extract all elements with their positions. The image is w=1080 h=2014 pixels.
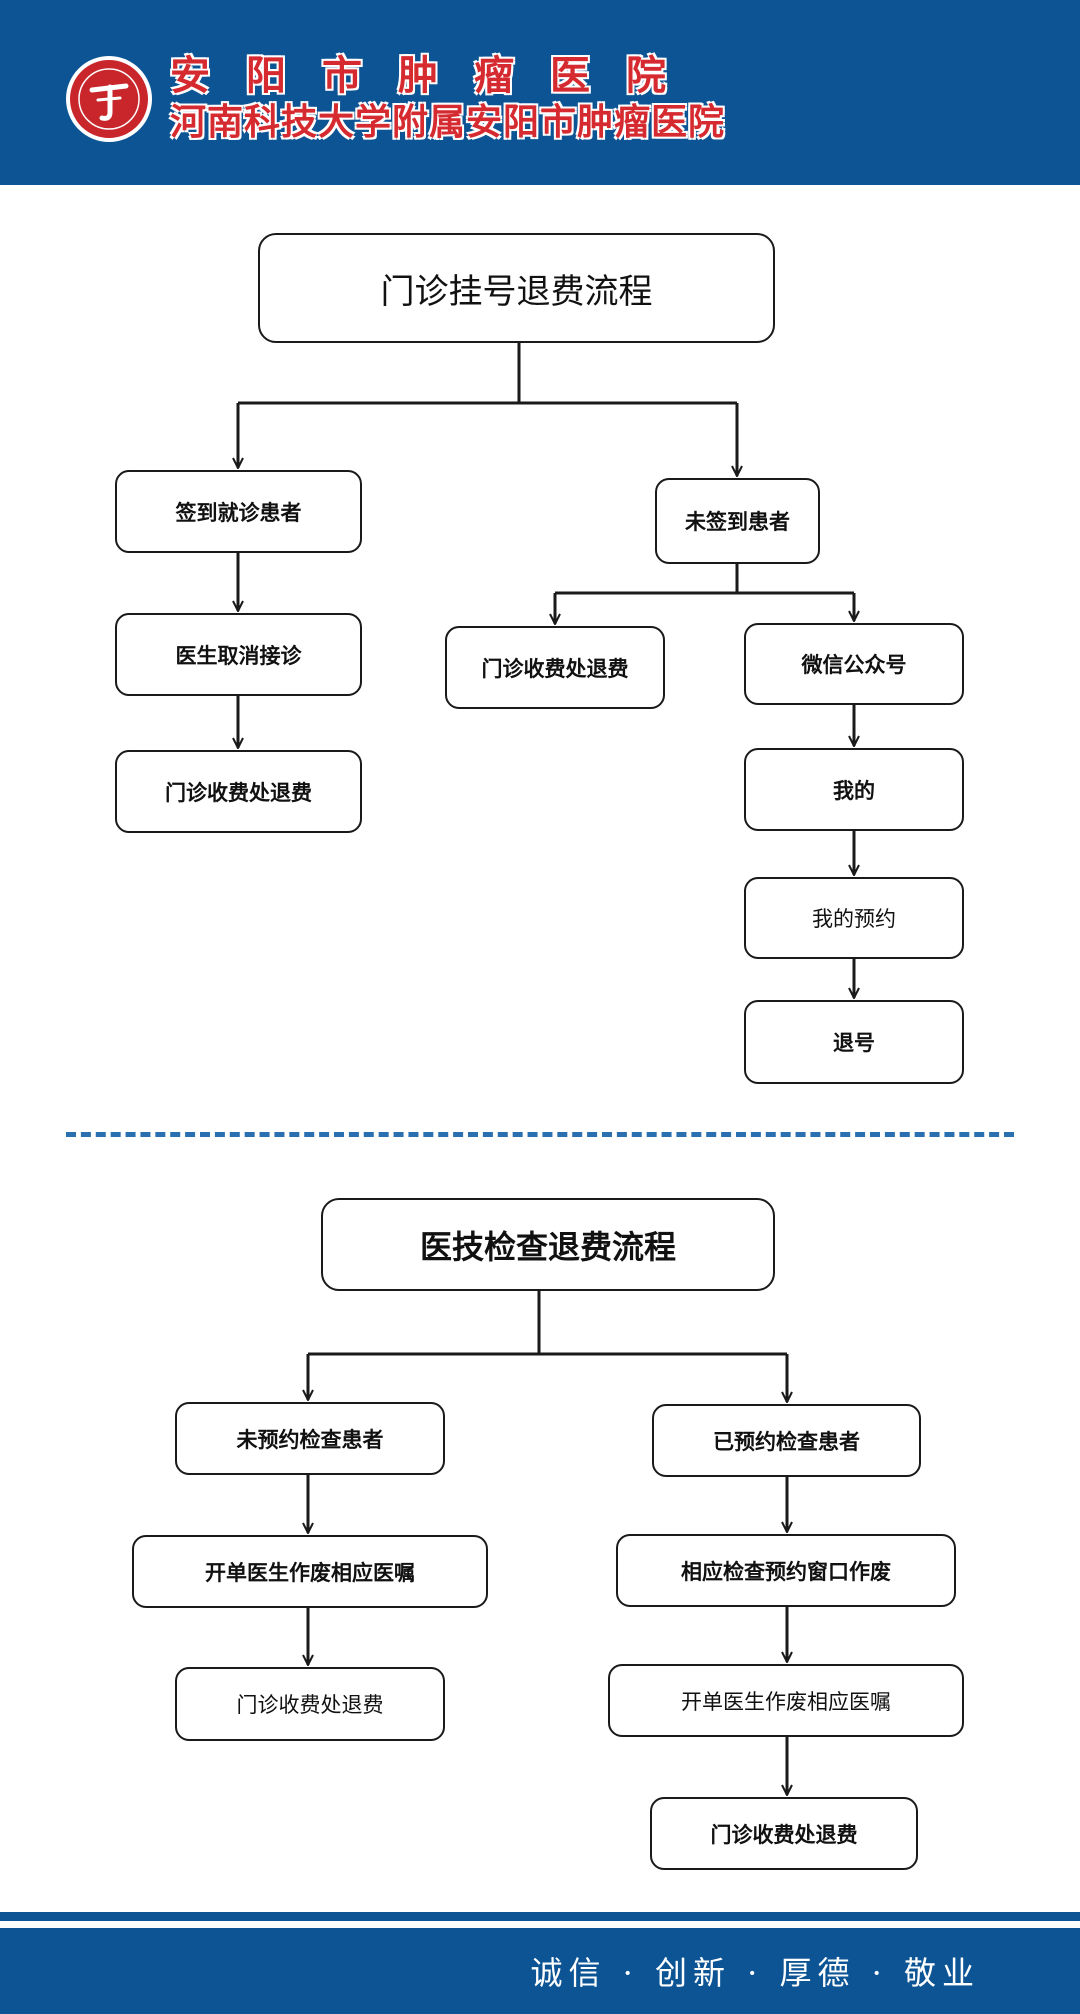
footer-stripe <box>0 1912 1080 1921</box>
flow1-left-step3: 门诊收费处退费 <box>115 750 362 833</box>
flow1-left-step1: 签到就诊患者 <box>115 470 362 553</box>
hospital-logo-icon <box>66 56 152 142</box>
flow2-left-step1: 未预约检查患者 <box>175 1402 445 1475</box>
flow1-right-step3: 我的预约 <box>744 877 964 959</box>
flow2-right-step4: 门诊收费处退费 <box>650 1797 918 1870</box>
flow2-title: 医技检查退费流程 <box>321 1198 775 1291</box>
page-footer: 诚信 · 创新 · 厚德 · 敬业 <box>0 1928 1080 2014</box>
page-header: 安阳市肿瘤医院 河南科技大学附属安阳市肿瘤医院 <box>0 0 1080 185</box>
flow2-left-step3: 门诊收费处退费 <box>175 1667 445 1741</box>
flow2-right-step3: 开单医生作废相应医嘱 <box>608 1664 964 1737</box>
flow1-right-option-a: 门诊收费处退费 <box>445 626 665 709</box>
flow1-right-step4: 退号 <box>744 1000 964 1084</box>
flow1-title: 门诊挂号退费流程 <box>258 233 775 343</box>
flow2-left-step2: 开单医生作废相应医嘱 <box>132 1535 488 1608</box>
flow2-right-step1: 已预约检查患者 <box>652 1404 921 1477</box>
flow1-right-option-b: 微信公众号 <box>744 623 964 705</box>
section-divider <box>66 1132 1014 1137</box>
flow1-right-step2: 我的 <box>744 748 964 831</box>
flow1-left-step2: 医生取消接诊 <box>115 613 362 696</box>
hospital-subtitle: 河南科技大学附属安阳市肿瘤医院 <box>170 101 726 143</box>
hospital-name: 安阳市肿瘤医院 <box>170 52 702 99</box>
footer-motto: 诚信 · 创新 · 厚德 · 敬业 <box>530 1954 980 1992</box>
flow2-right-step2: 相应检查预约窗口作废 <box>616 1534 956 1607</box>
flow1-right-root: 未签到患者 <box>655 478 820 564</box>
